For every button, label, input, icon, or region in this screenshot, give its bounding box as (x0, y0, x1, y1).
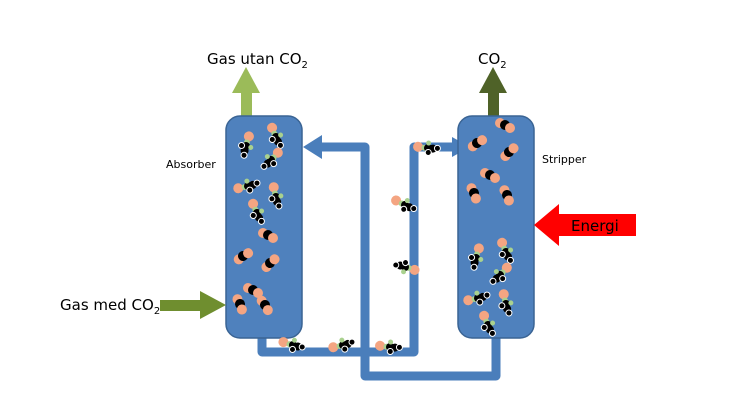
co2-out-arrow (479, 67, 507, 116)
energy-label: Energi (571, 217, 619, 235)
absorber-column (225, 115, 303, 339)
gas-in-label: Gas med CO2 (60, 296, 160, 317)
gas-out-label: Gas utan CO2 (207, 50, 308, 71)
absorber-label: Absorber (166, 158, 216, 171)
co2-out-label: CO2 (478, 50, 507, 71)
arrowhead-to-absorber (303, 135, 322, 159)
pipe-lean-amine (303, 135, 501, 381)
stripper-column (457, 115, 535, 339)
gas-in-arrow (160, 291, 226, 319)
energy-arrow (534, 204, 636, 246)
gas-out-arrow (232, 67, 260, 116)
stripper-label: Stripper (542, 153, 587, 166)
